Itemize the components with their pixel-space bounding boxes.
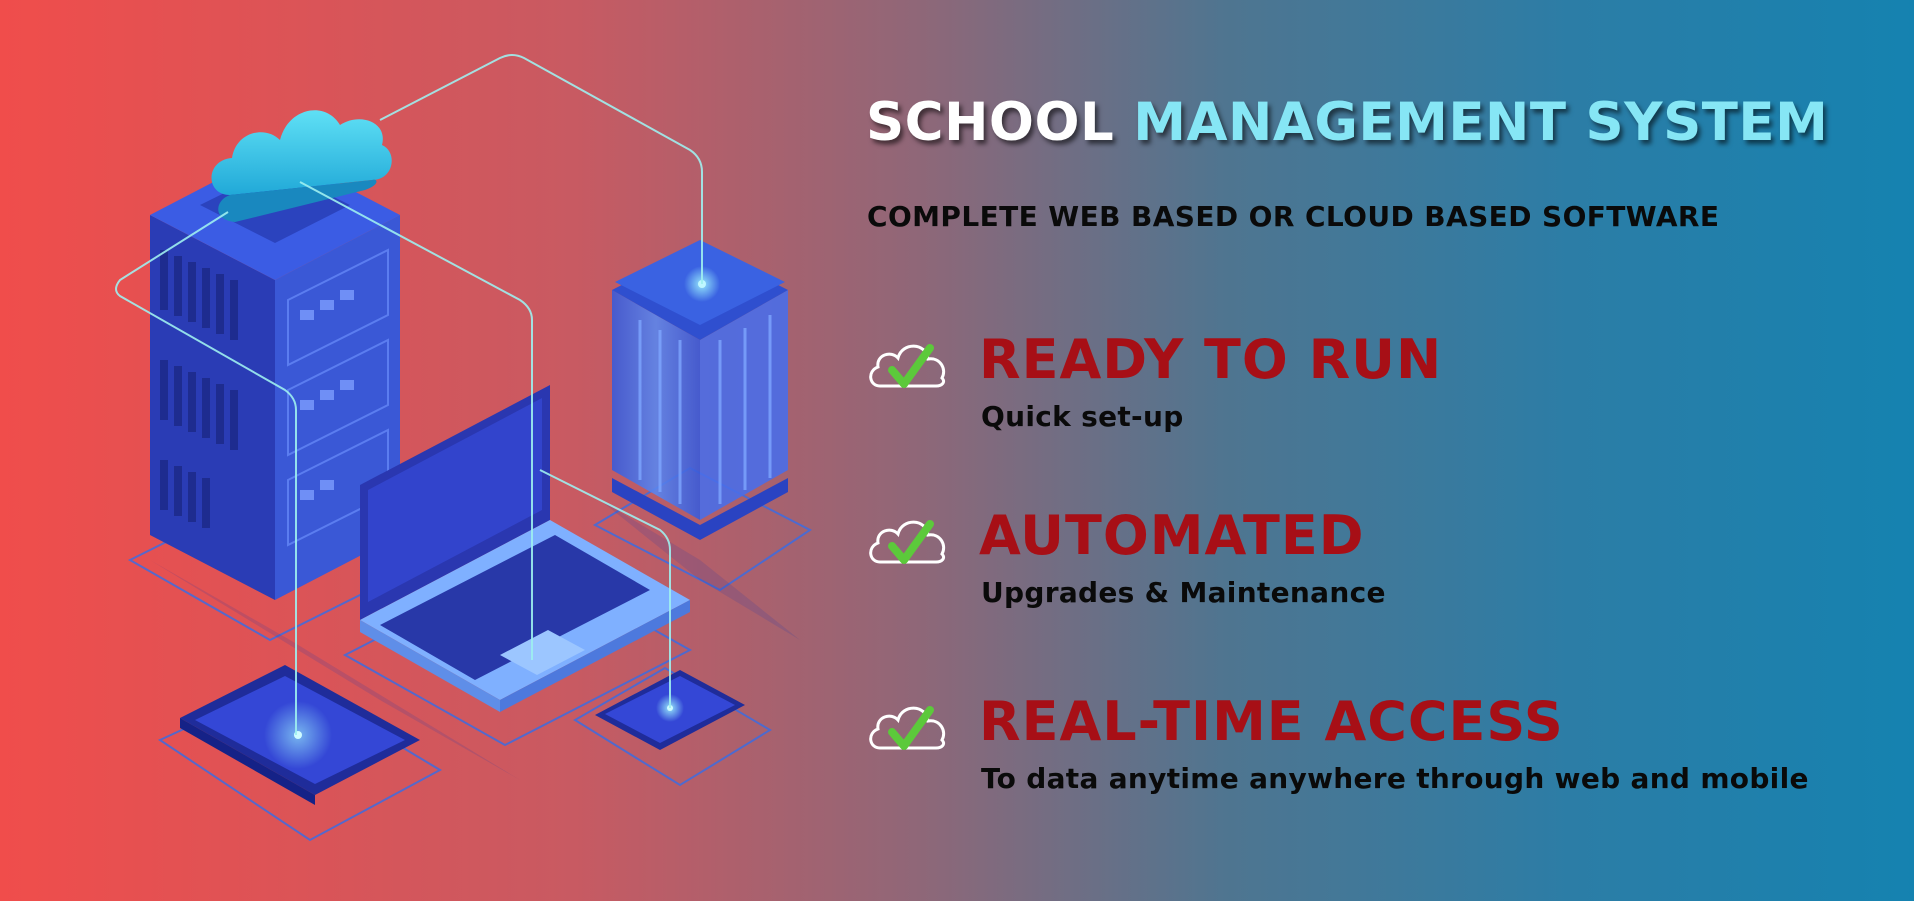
cloud-check-icon bbox=[869, 344, 946, 388]
title-part-school: SCHOOL bbox=[866, 92, 1115, 153]
network-lines bbox=[115, 54, 703, 735]
cloud-icon bbox=[211, 110, 392, 222]
feature-heading: READY TO RUN bbox=[979, 328, 1443, 391]
tablet bbox=[180, 665, 420, 805]
feature-heading: REAL-TIME ACCESS bbox=[979, 690, 1564, 753]
feature-subheading: To data anytime anywhere through web and… bbox=[981, 762, 1809, 795]
feature-subheading: Quick set-up bbox=[981, 400, 1184, 433]
page-subtitle: COMPLETE WEB BASED OR CLOUD BASED SOFTWA… bbox=[867, 200, 1720, 233]
server-tower bbox=[612, 240, 788, 540]
title-part-management-system: MANAGEMENT SYSTEM bbox=[1133, 92, 1829, 153]
network-illustration bbox=[115, 54, 812, 842]
page-title: SCHOOL MANAGEMENT SYSTEM bbox=[866, 92, 1828, 153]
shadows bbox=[150, 500, 800, 780]
feature-heading: AUTOMATED bbox=[979, 504, 1365, 567]
laptop bbox=[360, 385, 690, 712]
cloud-check-icon bbox=[869, 520, 946, 564]
cloud-check-icon bbox=[869, 706, 946, 750]
feature-subheading: Upgrades & Maintenance bbox=[981, 576, 1386, 609]
